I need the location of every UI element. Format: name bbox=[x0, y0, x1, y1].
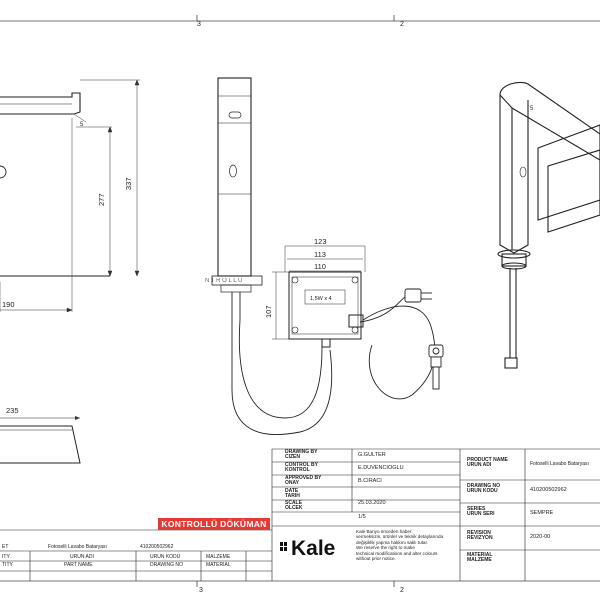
controlled-document-stamp: KONTROLLÜ DÖKÜMAN bbox=[158, 518, 270, 530]
side-view bbox=[0, 92, 110, 277]
product-name-value: Fotoselli Lavabo Bataryası bbox=[530, 461, 589, 467]
box-label: 1,5W x 4 bbox=[310, 296, 332, 302]
solenoid-valve bbox=[428, 344, 444, 390]
control-box-dimensions bbox=[272, 245, 366, 340]
disclaimer-note: Kale Banyo önceden haber vermeksizin, ür… bbox=[356, 529, 444, 562]
parts-header-material-en: MATERIAL bbox=[206, 562, 231, 568]
isometric-rotation-mark: 5 bbox=[530, 106, 534, 112]
kale-logo: Kale bbox=[291, 537, 336, 560]
parts-header-name-en: PART NAME bbox=[64, 562, 93, 568]
dimension-277: 277 bbox=[97, 193, 106, 206]
approved-by-value: B.CIRACI bbox=[358, 478, 382, 484]
kale-logo-mark-icon bbox=[280, 542, 288, 552]
cables bbox=[231, 296, 436, 435]
dimension-113: 113 bbox=[314, 250, 326, 259]
sheet-frame bbox=[0, 15, 600, 587]
control-box bbox=[288, 271, 364, 348]
zone-marker: 3 bbox=[197, 21, 201, 28]
parts-header-code-tr: URUN KODU bbox=[150, 554, 181, 560]
date-value: 25.03.2020 bbox=[358, 500, 386, 506]
watermark: N T R O L L U bbox=[205, 278, 242, 284]
dimension-337: 337 bbox=[124, 177, 133, 190]
parts-header-name-tr: URUN ADI bbox=[70, 554, 94, 560]
dimension-107: 107 bbox=[264, 305, 273, 318]
zone-marker: 2 bbox=[400, 587, 404, 594]
dimension-190: 190 bbox=[2, 300, 15, 309]
power-plug bbox=[404, 288, 432, 303]
top-view bbox=[0, 416, 81, 464]
control-by-value: E.DUVENCIOGLU bbox=[358, 465, 404, 471]
title-block-grid bbox=[0, 448, 600, 581]
parts-header-code-en: DRAWING NO bbox=[150, 562, 183, 568]
series-value: SEMPRE bbox=[530, 510, 554, 516]
drawing-by-value: G.GULTER bbox=[358, 452, 386, 458]
zone-marker: 2 bbox=[400, 21, 404, 28]
parts-header-qty-en: TITY bbox=[2, 562, 13, 568]
parts-row-name: Fotoselli Lavabo Bataryası bbox=[48, 544, 107, 550]
drawing-no-value: 410200502962 bbox=[530, 487, 567, 493]
parts-header-qty-tr: ITY bbox=[2, 554, 10, 560]
scale-value: 1/5 bbox=[358, 514, 366, 520]
revision-value: 2020-00 bbox=[530, 534, 551, 540]
side-view-dimensions bbox=[0, 79, 140, 313]
side-rotation-mark: 5 bbox=[80, 122, 84, 128]
front-view-faucet bbox=[211, 77, 263, 390]
parts-row-code: 410200502962 bbox=[140, 544, 174, 550]
dimension-110: 110 bbox=[314, 262, 326, 271]
dimension-123: 123 bbox=[314, 237, 327, 246]
zone-marker: 3 bbox=[199, 587, 203, 594]
parts-row-qty: ET bbox=[2, 544, 9, 550]
parts-header-material-tr: MALZEME bbox=[206, 554, 231, 560]
isometric-view bbox=[497, 81, 600, 369]
dimension-235: 235 bbox=[6, 406, 19, 415]
